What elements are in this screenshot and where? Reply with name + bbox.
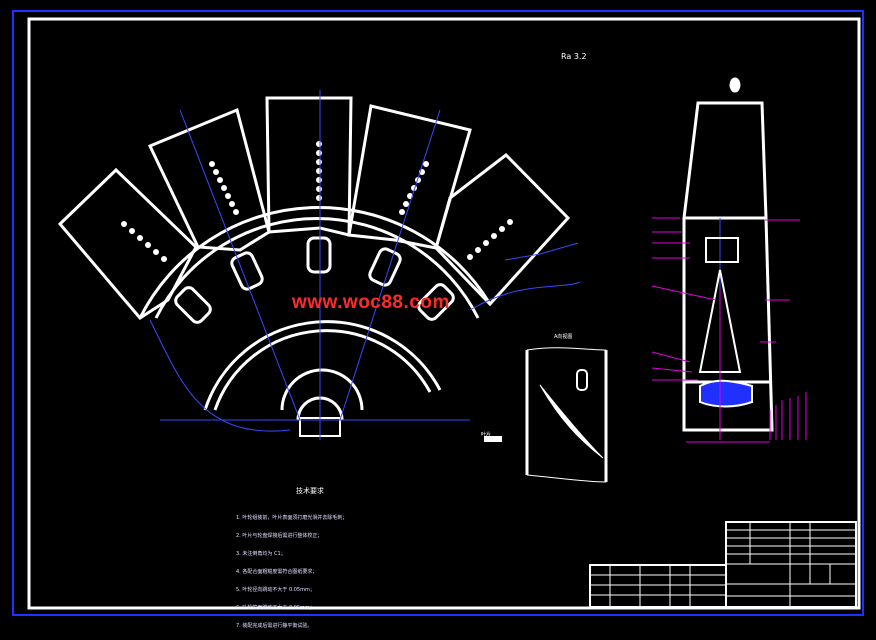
title-block-right — [725, 521, 857, 608]
blade-section — [539, 384, 604, 459]
blade-4 — [347, 104, 472, 250]
outer-ring-inner — [154, 216, 480, 319]
slot-3 — [306, 236, 332, 274]
requirement-line: 5. 叶轮径向跳动不大于 0.05mm； — [236, 587, 315, 593]
middle-ring-2 — [213, 329, 432, 411]
blade-5 — [434, 153, 571, 307]
requirement-line: 3. 未注倒角均为 C1； — [236, 551, 286, 557]
outer-ring — [138, 206, 492, 319]
blade-holes — [121, 141, 513, 262]
impeller-front-view — [57, 96, 571, 437]
technical-requirements-title: 技术要求 — [296, 487, 324, 495]
middle-ring — [203, 320, 442, 411]
requirement-line: 2. 叶片与轮盘焊接后需进行整体校正； — [236, 533, 323, 539]
technical-requirements-list: 1. 叶轮组装前，叶片表面须打磨光滑并去除毛刺； 2. 叶片与轮盘焊接后需进行整… — [236, 505, 416, 640]
blade-1 — [57, 167, 198, 320]
cad-drawing — [12, 10, 864, 616]
centerlines — [149, 90, 581, 440]
requirement-line: 7. 装配完成后需进行静平衡试验。 — [236, 623, 313, 629]
blade-3 — [265, 96, 353, 237]
slot-5 — [417, 283, 455, 321]
section-label: A向视图 — [554, 334, 573, 340]
part-label: 叶片 — [481, 432, 492, 438]
slot-4 — [368, 247, 402, 287]
section-a-view — [525, 347, 608, 483]
roughness-symbol: Ra 3.2 — [561, 52, 587, 61]
side-section-view — [682, 77, 774, 432]
slot-1 — [174, 286, 212, 324]
outer-border — [12, 10, 864, 616]
hub-hatch — [699, 379, 753, 408]
requirement-line: 4. 各配合面粗糙度需符合图纸要求； — [236, 569, 318, 575]
requirement-line: 1. 叶轮组装前，叶片表面须打磨光滑并去除毛刺； — [236, 515, 348, 521]
title-block-left — [589, 564, 727, 608]
requirement-line: 6. 叶轮端面跳动不大于 0.05mm； — [236, 605, 315, 611]
hub-outer — [280, 368, 364, 411]
dimension-lines — [651, 217, 807, 443]
slot-2 — [230, 251, 264, 291]
blade-2 — [147, 107, 271, 252]
inner-border — [27, 17, 861, 610]
part-tag — [484, 436, 502, 442]
watermark: www.woc88.com — [292, 292, 450, 313]
